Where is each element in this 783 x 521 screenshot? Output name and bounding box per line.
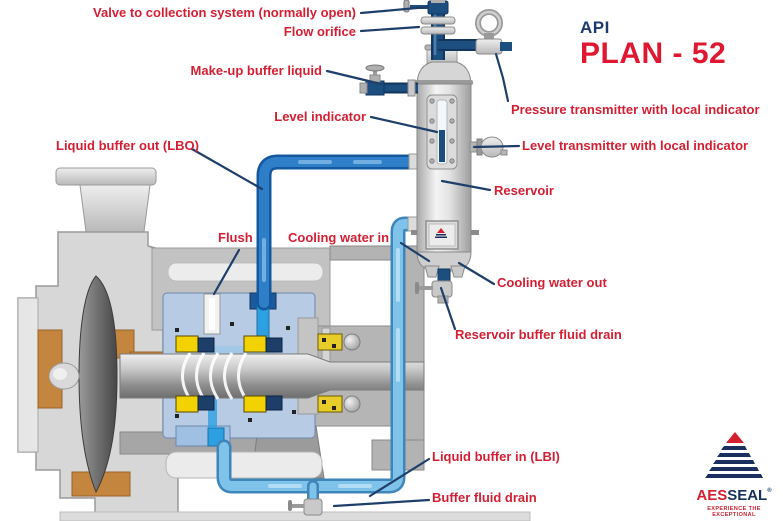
label-reservoir-drain: Reservoir buffer fluid drain <box>455 327 622 342</box>
pressure-transmitter-device <box>475 9 512 55</box>
flow-orifice-flanges <box>420 16 456 35</box>
label-cooling-water-out: Cooling water out <box>497 275 607 290</box>
logo-registered-mark: ® <box>767 488 772 494</box>
title-block: API PLAN - 52 <box>580 19 726 69</box>
reservoir-name-plate <box>411 220 479 250</box>
aesseal-pyramid-icon <box>705 432 763 478</box>
logo-seal: SEAL <box>727 487 768 504</box>
label-liquid-buffer-in: Liquid buffer in (LBI) <box>432 449 560 464</box>
label-cooling-water-in: Cooling water in <box>288 230 390 245</box>
label-valve-collection: Valve to collection system (normally ope… <box>93 5 356 20</box>
buffer-drain-valve <box>288 498 323 516</box>
logo-wordmark: AESSEAL® <box>686 488 782 503</box>
label-flush: Flush <box>218 230 253 245</box>
pointer-lines <box>190 5 521 508</box>
title-plan-52: PLAN - 52 <box>580 37 727 70</box>
level-indicator-gauge <box>426 94 458 170</box>
impeller <box>48 275 118 494</box>
label-pressure-transmitter: Pressure transmitter with local indicato… <box>511 102 760 117</box>
reservoir-drain-valve <box>415 268 453 304</box>
pump-cross-section <box>17 167 531 521</box>
label-flow-orifice: Flow orifice <box>283 24 356 39</box>
logo-tagline: EXPERIENCE THE EXCEPTIONAL <box>707 506 761 518</box>
label-buffer-fluid-drain: Buffer fluid drain <box>432 490 537 505</box>
suction-flange <box>55 167 157 233</box>
label-makeup-buffer: Make-up buffer liquid <box>190 63 322 78</box>
lbo-pipe <box>256 153 422 311</box>
label-liquid-buffer-out: Liquid buffer out (LBO) <box>56 138 199 153</box>
aesseal-logo: AESSEAL® EXPERIENCE THE EXCEPTIONAL <box>686 431 782 518</box>
reservoir-vessel <box>411 44 508 304</box>
lbi-pipe <box>216 216 425 507</box>
baseplate-strip <box>59 511 531 521</box>
title-api: API <box>580 18 610 37</box>
label-level-transmitter: Level transmitter with local indicator <box>522 138 749 153</box>
logo-aes: AES <box>696 487 728 504</box>
label-reservoir: Reservoir <box>494 183 554 198</box>
seal-faces <box>175 335 283 413</box>
label-level-indicator: Level indicator <box>274 109 366 124</box>
seal-spring <box>181 352 248 400</box>
cooling-water-nozzles <box>424 265 466 278</box>
liquid-level-column <box>439 130 445 162</box>
ball-bearings <box>317 333 361 413</box>
